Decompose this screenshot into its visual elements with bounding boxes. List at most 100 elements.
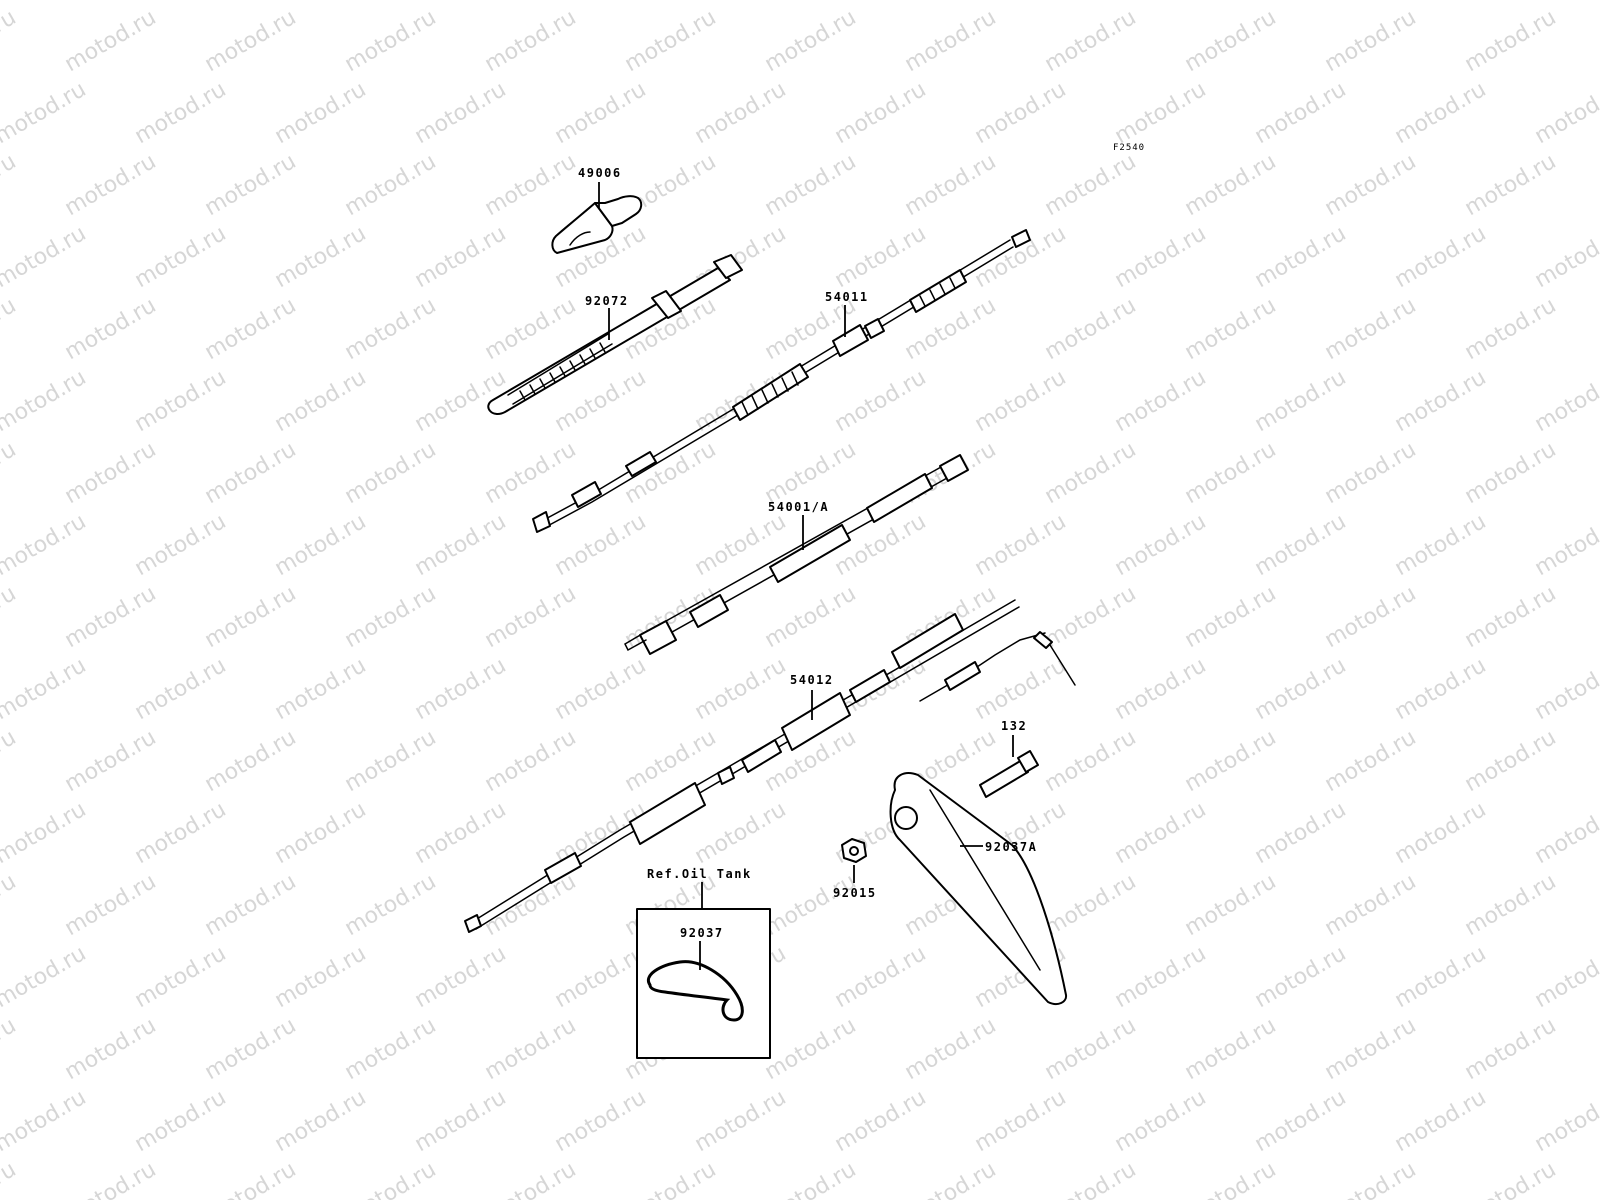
watermark-text: motod.ru (61, 869, 161, 941)
watermark-text: motod.ru (1111, 941, 1211, 1013)
watermark-text: motod.ru (0, 293, 20, 365)
watermark-text: motod.ru (0, 941, 90, 1013)
watermark-text: motod.ru (1181, 5, 1281, 77)
watermark-text: motod.ru (1531, 1085, 1600, 1157)
watermark-text: motod.ru (1181, 1157, 1281, 1200)
watermark-text: motod.ru (1531, 365, 1600, 437)
watermark-text: motod.ru (1251, 797, 1351, 869)
watermark-text: motod.ru (761, 869, 861, 941)
watermark-text: motod.ru (1181, 1013, 1281, 1085)
watermark-text: motod.ru (271, 221, 371, 293)
watermark-text: motod.ru (761, 1157, 861, 1200)
watermark-text: motod.ru (0, 365, 90, 437)
watermark-text: motod.ru (0, 725, 20, 797)
watermark-text: motod.ru (61, 1013, 161, 1085)
watermark-text: motod.ru (341, 1013, 441, 1085)
watermark-text: motod.ru (1391, 797, 1491, 869)
watermark-text: motod.ru (1321, 149, 1421, 221)
part-54012-throttle-cable[interactable] (464, 599, 1076, 933)
watermark-text: motod.ru (1111, 0, 1211, 5)
label-54012: 54012 (790, 673, 834, 687)
watermark-text: motod.ru (761, 1013, 861, 1085)
watermark-text: motod.ru (1321, 293, 1421, 365)
part-92037A-bracket[interactable] (889, 772, 1068, 1005)
watermark-text: motod.ru (1251, 1085, 1351, 1157)
watermark-text: motod.ru (1251, 941, 1351, 1013)
watermark-text: motod.ru (621, 1157, 721, 1200)
watermark-text: motod.ru (271, 0, 371, 5)
watermark-text: motod.ru (481, 725, 581, 797)
watermark-text: motod.ru (1461, 437, 1561, 509)
watermark-text: motod.ru (61, 437, 161, 509)
watermark-text: motod.ru (131, 1085, 231, 1157)
watermark-text: motod.ru (1461, 149, 1561, 221)
watermark-text: motod.ru (1181, 149, 1281, 221)
watermark-text: motod.ru (831, 941, 931, 1013)
part-132-bolt[interactable] (979, 750, 1039, 798)
watermark-text: motod.ru (761, 5, 861, 77)
watermark-text: motod.ru (0, 869, 20, 941)
watermark-text: motod.ru (691, 77, 791, 149)
watermark-text: motod.ru (1111, 221, 1211, 293)
part-92072-cable-tie[interactable] (487, 254, 743, 415)
watermark-text: motod.ru (1531, 797, 1600, 869)
part-49006-boot[interactable] (551, 195, 643, 254)
watermark-text: motod.ru (481, 293, 581, 365)
watermark-text: motod.ru (1251, 77, 1351, 149)
watermark-text: motod.ru (0, 653, 90, 725)
watermark-text: motod.ru (271, 77, 371, 149)
watermark-text: motod.ru (1321, 1157, 1421, 1200)
watermark-text: motod.ru (831, 1085, 931, 1157)
watermark-text: motod.ru (1111, 1085, 1211, 1157)
watermark-text: motod.ru (271, 653, 371, 725)
watermark-text: motod.ru (131, 77, 231, 149)
watermark-text: motod.ru (481, 5, 581, 77)
watermark-text: motod.ru (1531, 77, 1600, 149)
watermark-text: motod.ru (61, 5, 161, 77)
watermark-text: motod.ru (761, 149, 861, 221)
watermark-text: motod.ru (0, 1085, 90, 1157)
watermark-text: motod.ru (1531, 509, 1600, 581)
watermark-text: motod.ru (411, 221, 511, 293)
watermark-text: motod.ru (201, 725, 301, 797)
watermark-text: motod.ru (691, 797, 791, 869)
watermark-text: motod.ru (551, 0, 651, 5)
watermark-text: motod.ru (271, 365, 371, 437)
watermark-text: motod.ru (411, 653, 511, 725)
part-92015-nut[interactable] (841, 838, 867, 863)
watermark-text: motod.ru (901, 1157, 1001, 1200)
watermark-text: motod.ru (761, 437, 861, 509)
watermark-text: motod.ru (831, 221, 931, 293)
watermark-text: motod.ru (271, 509, 371, 581)
watermark-text: motod.ru (1041, 869, 1141, 941)
watermark-text: motod.ru (1391, 221, 1491, 293)
watermark-text: motod.ru (901, 1013, 1001, 1085)
watermark-text: motod.ru (1181, 581, 1281, 653)
watermark-text: motod.ru (1181, 725, 1281, 797)
watermark-text: motod.ru (411, 941, 511, 1013)
watermark-text: motod.ru (131, 0, 231, 5)
watermark-text: motod.ru (551, 1085, 651, 1157)
watermark-text: motod.ru (0, 1157, 20, 1200)
watermark-text: motod.ru (1461, 581, 1561, 653)
watermark-text: motod.ru (131, 221, 231, 293)
watermark-text: motod.ru (201, 5, 301, 77)
watermark-text: motod.ru (0, 437, 20, 509)
part-54001A-speedometer-cable[interactable] (624, 454, 969, 655)
part-92037-clamp[interactable] (646, 960, 744, 1022)
watermark-text: motod.ru (481, 869, 581, 941)
watermark-text: motod.ru (131, 365, 231, 437)
watermark-text: motod.ru (1391, 365, 1491, 437)
watermark-text: motod.ru (1391, 0, 1491, 5)
watermark-text: motod.ru (1321, 725, 1421, 797)
watermark-text: motod.ru (0, 797, 90, 869)
label-54001A: 54001/A (768, 500, 829, 514)
part-54011-cable[interactable] (532, 229, 1031, 533)
watermark-text: motod.ru (201, 581, 301, 653)
watermark-text: motod.ru (971, 0, 1071, 5)
watermark-text: motod.ru (131, 509, 231, 581)
watermark-text: motod.ru (1251, 365, 1351, 437)
watermark-text: motod.ru (831, 365, 931, 437)
watermark-text: motod.ru (61, 725, 161, 797)
